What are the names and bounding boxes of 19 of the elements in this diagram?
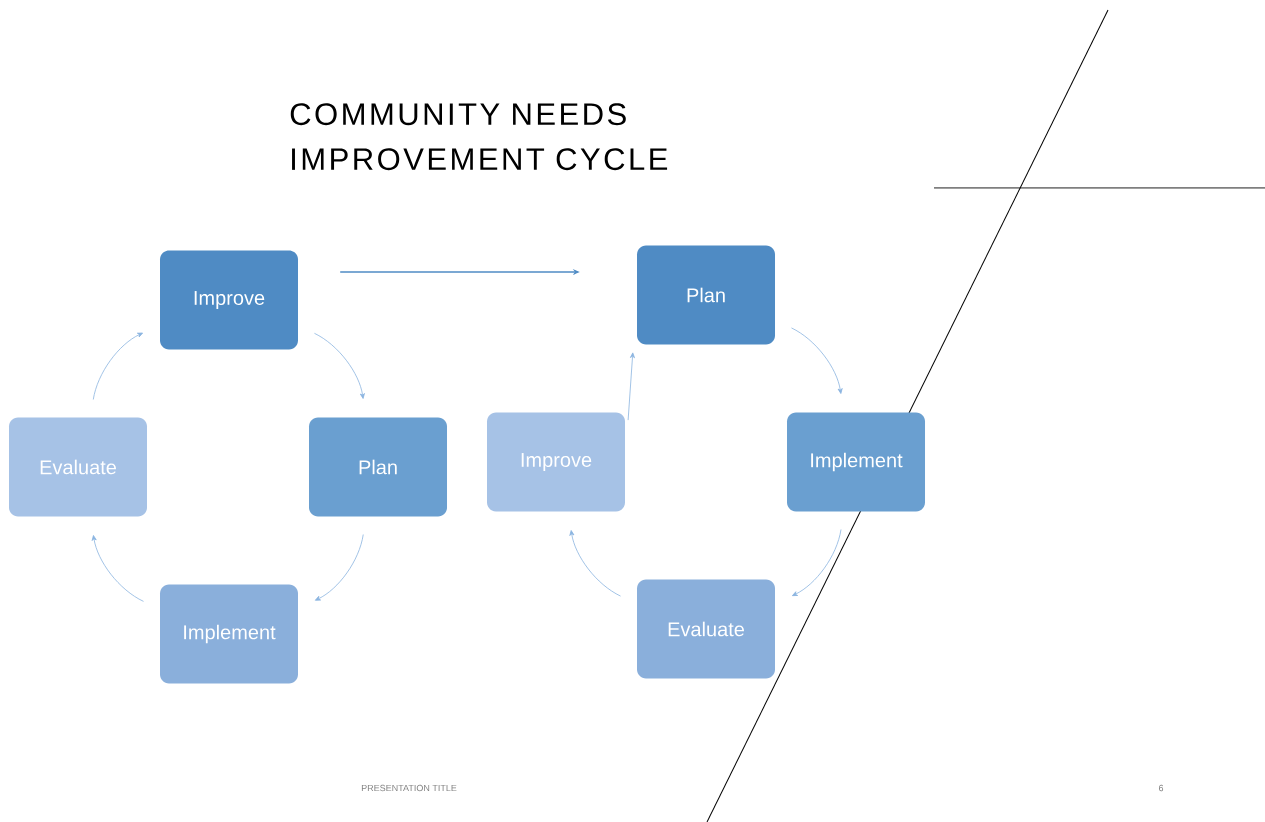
step-box: Improve — [160, 250, 298, 350]
arrow — [92, 332, 143, 400]
step-box: Plan — [309, 417, 447, 517]
arrow — [791, 327, 843, 394]
arrow — [569, 530, 621, 597]
step-box: Evaluate — [9, 417, 147, 517]
arrow — [314, 332, 365, 399]
arrow — [314, 534, 364, 601]
step-box: Improve — [487, 412, 625, 512]
step-box: Implement — [787, 412, 925, 512]
slide-title: COMMUNITY NEEDS IMPROVEMENT CYCLE — [290, 103, 668, 171]
step-box: Plan — [637, 245, 775, 345]
footer-text: PRESENTATION TITLE — [361, 784, 457, 792]
arrow — [627, 352, 635, 421]
page-number: 6 — [1158, 784, 1164, 792]
arrow — [91, 535, 144, 602]
step-box: Evaluate — [637, 579, 775, 679]
arrow — [792, 529, 842, 597]
step-box: Implement — [160, 584, 298, 684]
